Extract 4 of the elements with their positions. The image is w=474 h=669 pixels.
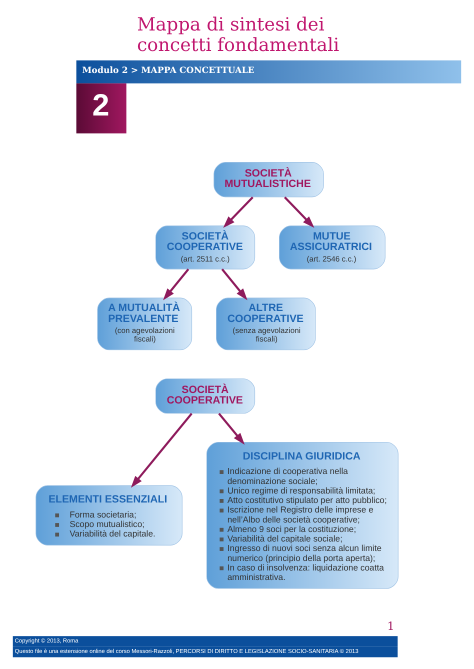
label: 2 — [92, 87, 110, 122]
label: 1 — [387, 618, 394, 633]
diagram-title: Mappa di sintesi dei concetti fondamentali — [136, 14, 340, 56]
label: Modulo 2 > MAPPA CONCETTUALE — [82, 66, 254, 76]
